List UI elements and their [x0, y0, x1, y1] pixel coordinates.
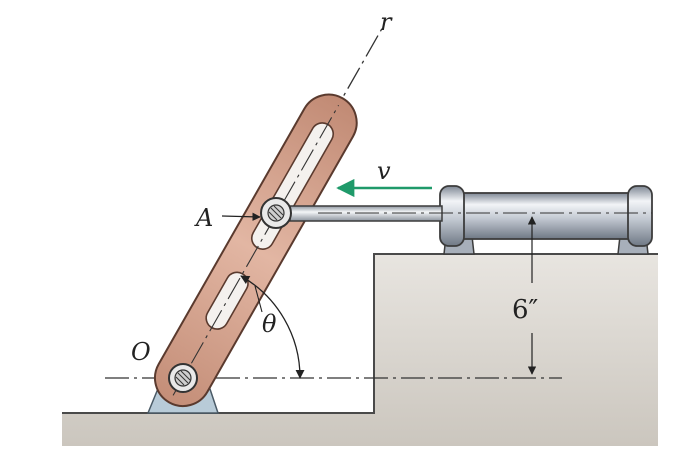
link-centerline	[172, 104, 340, 396]
label-6in: 6″	[512, 295, 539, 325]
label-a: A	[194, 204, 213, 232]
cylinder-cap-left	[439, 185, 465, 247]
cylinder-cap-right	[627, 185, 653, 247]
pivot-pin-o	[168, 363, 198, 393]
angle-theta-arc	[240, 275, 305, 379]
ground-profile	[62, 254, 658, 446]
label-r: r	[380, 8, 393, 36]
label-theta: θ	[262, 310, 277, 338]
pin-a	[260, 197, 292, 229]
leader-theta	[254, 285, 263, 313]
cylinder-body	[451, 192, 641, 240]
label-v: v	[377, 157, 391, 185]
label-o: O	[131, 338, 151, 366]
leader-a	[221, 212, 261, 221]
